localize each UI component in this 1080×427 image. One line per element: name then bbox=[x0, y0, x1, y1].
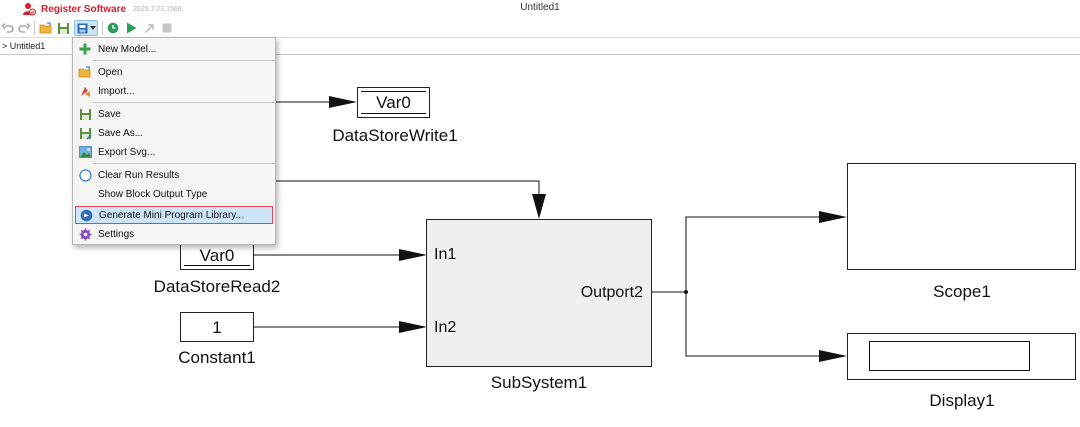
subsystem-block[interactable]: In1 In2 Outport2 bbox=[426, 219, 652, 367]
menu-item-generate-mini-program-library[interactable]: Generate Mini Program Library... bbox=[75, 206, 273, 224]
constant-block[interactable]: 1 bbox=[180, 312, 254, 342]
menu-item-save[interactable]: Save bbox=[75, 105, 273, 123]
save-as-icon bbox=[78, 126, 92, 140]
datastorewrite-block[interactable]: Var0 bbox=[357, 87, 430, 118]
redo-icon[interactable] bbox=[17, 20, 31, 36]
model-tab-bar: > Untitled1 bbox=[0, 39, 1080, 55]
signal-line bbox=[262, 180, 540, 201]
menu-separator bbox=[93, 60, 275, 61]
import-icon bbox=[78, 84, 92, 98]
menu-item-open[interactable]: Open bbox=[75, 63, 273, 81]
scope-block[interactable] bbox=[847, 163, 1076, 270]
chevron-down-icon bbox=[89, 26, 96, 30]
datastoreread-label: DataStoreRead2 bbox=[153, 277, 281, 296]
display-block[interactable] bbox=[847, 333, 1076, 380]
plus-icon bbox=[78, 42, 92, 56]
menu-separator bbox=[93, 163, 275, 164]
subsystem-in1-port: In1 bbox=[434, 246, 457, 263]
arrow-head bbox=[532, 194, 546, 219]
clock-icon[interactable] bbox=[106, 20, 120, 36]
menu-item-show-block-output-type[interactable]: Show Block Output Type bbox=[98, 188, 208, 200]
constant-value: 1 bbox=[212, 318, 222, 337]
subsystem-outport2-port: Outport2 bbox=[580, 284, 643, 301]
circle-icon bbox=[78, 168, 92, 182]
subsystem-label: SubSystem1 bbox=[490, 373, 588, 392]
step-icon[interactable] bbox=[142, 20, 156, 36]
toolbar bbox=[0, 18, 1080, 38]
menu-item-new-model[interactable]: New Model... bbox=[75, 40, 273, 58]
title-bar: Register Software 2025.7.23.1566 Untitle… bbox=[0, 0, 1080, 18]
register-user-icon bbox=[22, 2, 36, 16]
register-software-link[interactable]: Register Software 2025.7.23.1566 bbox=[22, 1, 182, 17]
open-folder-icon bbox=[78, 65, 92, 79]
save-icon bbox=[78, 107, 92, 121]
display-label: Display1 bbox=[929, 391, 995, 410]
arrow-head bbox=[329, 96, 357, 108]
menu-item-export-svg[interactable]: Export Svg... bbox=[75, 143, 273, 161]
datastorewrite-var: Var0 bbox=[376, 93, 411, 112]
image-icon bbox=[78, 145, 92, 159]
arrow-head bbox=[819, 350, 847, 362]
menu-item-clear-run-results[interactable]: Clear Run Results bbox=[75, 166, 273, 184]
subsystem-in2-port: In2 bbox=[434, 319, 457, 336]
window-title: Untitled1 bbox=[520, 2, 560, 13]
play-icon[interactable] bbox=[124, 20, 138, 36]
toolbar-separator bbox=[102, 21, 103, 35]
menu-separator bbox=[93, 102, 275, 103]
version-label: 2025.7.23.1566 bbox=[133, 5, 182, 13]
display-readout bbox=[869, 341, 1030, 371]
signal-line bbox=[685, 216, 830, 292]
toolbar-separator bbox=[34, 21, 35, 35]
model-canvas[interactable]: Var0 DataStoreWrite1 Var0 DataStoreRead2… bbox=[0, 56, 1080, 427]
arrow-head bbox=[399, 249, 427, 261]
datastoreread-var: Var0 bbox=[199, 246, 235, 265]
stop-icon[interactable] bbox=[160, 20, 174, 36]
menu-item-save-as[interactable]: Save As... bbox=[75, 124, 273, 142]
register-software-label: Register Software bbox=[41, 3, 127, 15]
constant-label: Constant1 bbox=[178, 348, 256, 367]
model-menu-icon bbox=[77, 23, 88, 34]
gear-icon bbox=[78, 227, 92, 241]
signal-line bbox=[685, 292, 830, 357]
library-icon bbox=[79, 208, 93, 222]
arrow-head bbox=[399, 321, 427, 333]
save-icon[interactable] bbox=[56, 20, 71, 36]
open-folder-icon[interactable] bbox=[38, 20, 53, 36]
datastoreread-block[interactable]: Var0 bbox=[180, 241, 254, 270]
model-menu-button[interactable] bbox=[74, 20, 98, 36]
datastorewrite-label: DataStoreWrite1 bbox=[332, 126, 458, 145]
undo-icon[interactable] bbox=[1, 20, 15, 36]
menu-item-import[interactable]: Import... bbox=[75, 82, 273, 100]
menu-item-settings[interactable]: Settings bbox=[75, 225, 273, 243]
scope-label: Scope1 bbox=[933, 282, 991, 301]
model-dropdown-menu: New Model... Open Import... Save Save As… bbox=[72, 37, 276, 245]
arrow-head bbox=[819, 211, 847, 223]
tab-untitled1[interactable]: > Untitled1 bbox=[2, 41, 46, 51]
